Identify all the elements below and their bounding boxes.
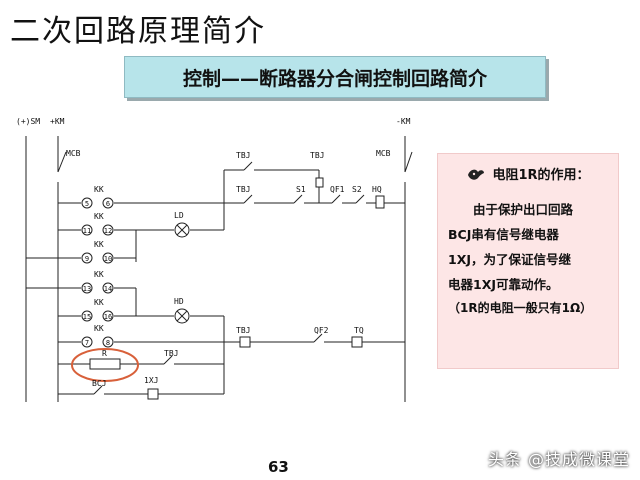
note-line: BCJ串有信号继电器 (448, 227, 559, 242)
s1-label: S1 (296, 185, 306, 194)
tq-label: TQ (354, 326, 364, 335)
contact-number: 13 (83, 285, 91, 293)
bus-label-km-minus: -KM (396, 117, 411, 126)
kk-label: KK (94, 324, 104, 333)
bus-label-km-plus: +KM (50, 117, 65, 126)
contact-number: 14 (104, 285, 112, 293)
tbj-label: TBJ (164, 349, 178, 358)
contact-number: 7 (85, 339, 89, 347)
s2-label: S2 (352, 185, 362, 194)
qf1-label: QF1 (330, 185, 345, 194)
contact-number: 16 (104, 313, 112, 321)
contact-number: 8 (106, 339, 110, 347)
bcj-label: BCJ (92, 379, 106, 388)
note-line: 1XJ，为了保证信号继 (448, 252, 571, 267)
note-line: 由于保护出口回路 (473, 202, 574, 217)
note-line: 电器1XJ可靠动作。 (448, 277, 559, 292)
qf2-label: QF2 (314, 326, 329, 335)
kk-label: KK (94, 185, 104, 194)
tbj-label: TBJ (236, 151, 250, 160)
contact-number: 6 (106, 200, 110, 208)
watermark: 头条 @技成微课堂 (487, 450, 630, 469)
bus-label-sm: (+)SM (16, 117, 40, 126)
contact-number: 10 (104, 255, 112, 263)
hd-label: HD (174, 297, 184, 306)
tbj-label: TBJ (236, 326, 250, 335)
contact-number: 5 (85, 200, 89, 208)
hq-label: HQ (372, 185, 382, 194)
kk-label: KK (94, 298, 104, 307)
kk-label: KK (94, 270, 104, 279)
note-heading: 电阻1R的作用： (492, 168, 590, 183)
mcb-label-left: MCB (66, 149, 81, 158)
contact-number: 9 (85, 255, 89, 263)
page-number: 63 (268, 458, 289, 476)
ld-label: LD (174, 211, 184, 220)
circuit-diagram: (+)SM +KM -KM MCB MCB KK KK KK KK KK KK … (14, 112, 420, 420)
subtitle-banner: 控制——断路器分合闸控制回路简介 (124, 56, 546, 98)
note-footnote: （1R的电阻一般只有1Ω） (448, 301, 593, 315)
note-body: 由于保护出口回路 BCJ串有信号继电器 1XJ，为了保证信号继 电器1XJ可靠动… (448, 197, 608, 297)
slide-title: 二次回路原理简介 (10, 14, 266, 49)
kk-label: KK (94, 240, 104, 249)
contact-number: 12 (104, 227, 112, 235)
resistor-note-panel: 电阻1R的作用： 由于保护出口回路 BCJ串有信号继电器 1XJ，为了保证信号继… (437, 153, 619, 369)
xj-label: 1XJ (144, 376, 158, 385)
r-label: R (102, 349, 107, 358)
bird-icon (468, 169, 485, 180)
mcb-label-right: MCB (376, 149, 391, 158)
tbj-label: TBJ (310, 151, 324, 160)
contact-number: 11 (83, 227, 91, 235)
tbj-label: TBJ (236, 185, 250, 194)
kk-label: KK (94, 212, 104, 221)
contact-number: 15 (83, 313, 91, 321)
